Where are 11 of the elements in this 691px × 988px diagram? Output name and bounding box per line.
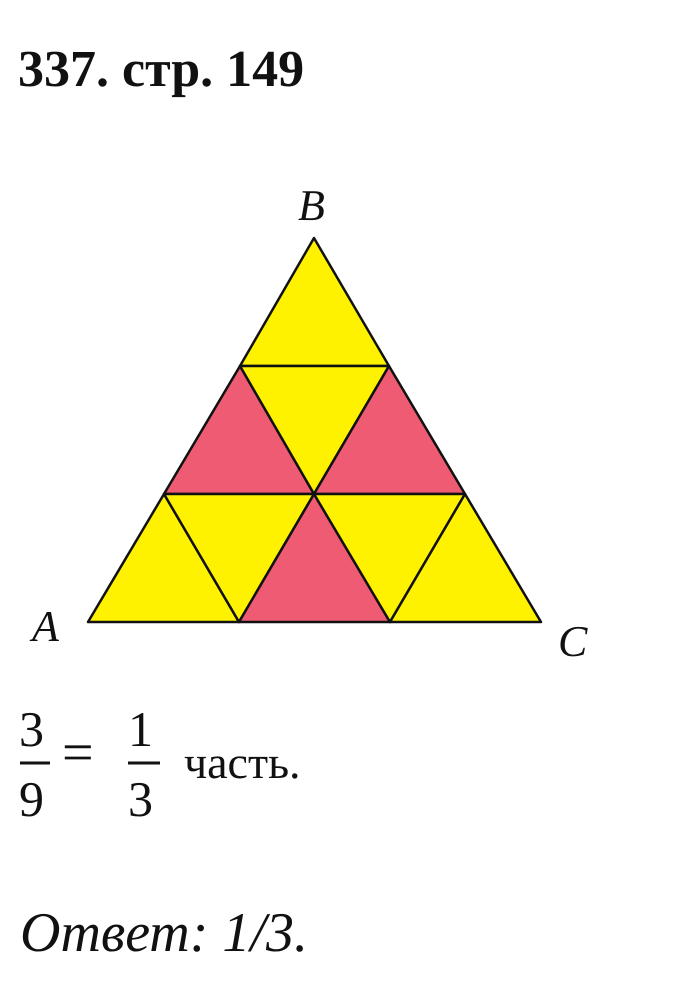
answer-text: часть. [184,740,301,786]
numerator: 1 [128,704,153,754]
vertex-label: C [558,620,588,664]
answer-text: Ответ: 1/3. [20,905,308,961]
denominator: 3 [128,774,153,824]
vertex-label: A [32,605,59,649]
equals-sign: = [62,725,94,781]
vertex-label: B [298,184,325,228]
numerator: 3 [19,704,44,754]
heading: 337. стр. 149 [18,44,304,96]
denominator: 9 [19,774,44,824]
